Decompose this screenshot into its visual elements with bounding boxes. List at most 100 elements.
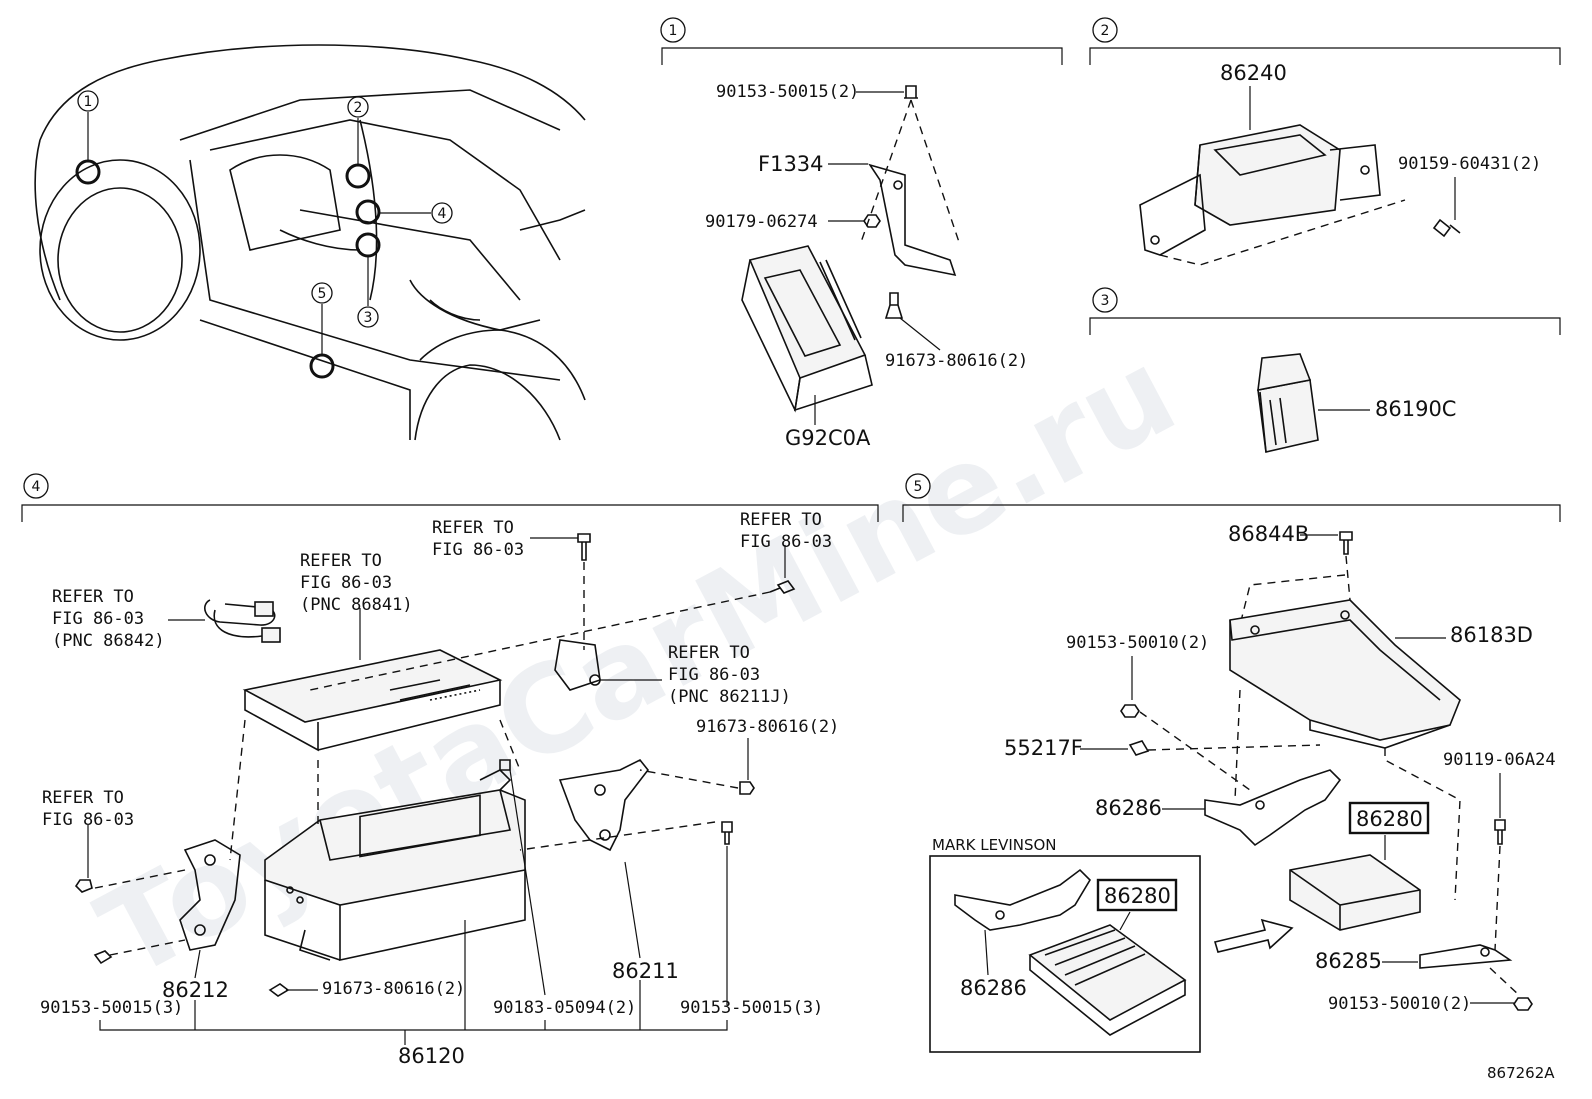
callout-5[interactable]: 5: [309, 282, 335, 379]
part-86190c[interactable]: [1257, 353, 1319, 453]
bracket-f1334[interactable]: [868, 163, 957, 277]
wire-harness[interactable]: [204, 599, 281, 643]
bracket-86286[interactable]: [1204, 769, 1342, 847]
bolt-top-4[interactable]: [577, 533, 591, 561]
amplifier-86280[interactable]: [1289, 854, 1421, 931]
label-bracket-lower: 86285: [1315, 949, 1382, 973]
callout-label-3: 3: [364, 310, 373, 326]
radio-receiver-assembly[interactable]: [264, 759, 526, 961]
callout-1[interactable]: 1: [75, 90, 101, 185]
bracket-86285[interactable]: [1419, 944, 1513, 969]
ref5-line1: REFER TO: [668, 643, 750, 663]
variant-amplifier-highlight-box: [1096, 878, 1178, 912]
bolt-left-5[interactable]: [1120, 704, 1140, 718]
callout-label-4: 4: [438, 206, 447, 222]
label-bracket: 86286: [1095, 796, 1162, 820]
section-1-number: 1: [669, 23, 678, 39]
section-4-number: 4: [32, 479, 41, 495]
callout-2[interactable]: 2: [345, 96, 371, 189]
bracket-right[interactable]: [558, 758, 650, 852]
label-part: 86190C: [1375, 397, 1456, 421]
ref3-line2: FIG 86-03: [300, 573, 392, 593]
bolt[interactable]: [1432, 218, 1461, 238]
variant-label-amplifier: 86280: [1104, 884, 1171, 908]
callout-label-5: 5: [318, 286, 327, 302]
callout-label-2: 2: [354, 100, 363, 116]
label-clip: 55217F: [1004, 736, 1083, 760]
locator-ring-5: [309, 353, 335, 379]
ref6-line1: REFER TO: [42, 788, 124, 808]
section-5-bracket: [902, 504, 1561, 522]
label-assembly: 86120: [398, 1044, 465, 1068]
label-bolt-left: 90153-50010(2): [1066, 633, 1209, 653]
bolt-top-5[interactable]: [1339, 531, 1353, 555]
ecu-86240[interactable]: [1139, 124, 1381, 256]
section-2: 2 86240 90159-60431(2): [1089, 17, 1561, 266]
variant-bracket-86286[interactable]: [954, 868, 1092, 931]
label-screw-bottom: 91673-80616(2): [322, 979, 465, 999]
watermark: ToyotaCarMine.ru: [78, 323, 1197, 1006]
bracket-left[interactable]: [179, 839, 241, 951]
callout-3[interactable]: 3: [355, 232, 381, 328]
variant-label-bracket: 86286: [960, 976, 1027, 1000]
section-2-number: 2: [1101, 23, 1110, 39]
navigation-unit[interactable]: [242, 649, 503, 752]
bolt-right-5[interactable]: [1494, 819, 1506, 845]
amplifier-highlight-box: [1348, 801, 1430, 835]
label-screw: 91673-80616(2): [885, 351, 1028, 371]
clip-55217f[interactable]: [1128, 740, 1150, 756]
section-3: 3 86190C: [1089, 287, 1561, 453]
bolt-left-4[interactable]: [74, 879, 93, 893]
module-g92c0a[interactable]: [741, 245, 873, 413]
locator-ring-2: [345, 163, 371, 189]
ref5-line2: FIG 86-03: [668, 665, 760, 685]
bolt-top[interactable]: [904, 85, 918, 99]
screw[interactable]: [884, 292, 904, 319]
label-bolt-top: 86844B: [1228, 522, 1309, 546]
label-bolt-right: 90153-50015(3): [680, 998, 823, 1018]
cover-86183d[interactable]: [1229, 599, 1461, 749]
bolt-right-bottom[interactable]: [721, 821, 733, 845]
bolt-lower-left[interactable]: [93, 950, 113, 965]
arrow-icon: [1213, 918, 1294, 953]
nut[interactable]: [863, 214, 881, 228]
section-2-bracket: [1089, 47, 1561, 65]
label-bracket: F1334: [758, 152, 824, 176]
section-3-number: 3: [1101, 293, 1110, 309]
ref2-line2: FIG 86-03: [740, 532, 832, 552]
screw-bottom-4[interactable]: [268, 983, 290, 997]
ref6-line2: FIG 86-03: [42, 810, 134, 830]
vehicle-body-outline: [34, 44, 586, 441]
label-bolt-top: 90153-50015(2): [716, 82, 859, 102]
variant-amplifier-86280[interactable]: [1028, 924, 1187, 1036]
label-bracket-right: 86211: [612, 959, 679, 983]
section-4-bracket: [21, 504, 879, 522]
variant-title: MARK LEVINSON: [932, 836, 1057, 854]
bolt-right-top[interactable]: [769, 580, 796, 594]
ref4-line2: FIG 86-03: [52, 609, 144, 629]
ref3-line3: (PNC 86841): [300, 595, 413, 615]
section-5: 5 86844B 86183D 90153-50010(2) 55217F: [902, 473, 1561, 1053]
bolt-bottom-5[interactable]: [1513, 997, 1533, 1011]
ref5-line3: (PNC 86211J): [668, 687, 791, 707]
section-1-bracket: [661, 47, 1063, 65]
callout-4[interactable]: 4: [355, 199, 453, 225]
ref4-line1: REFER TO: [52, 587, 134, 607]
label-amplifier: 86280: [1356, 807, 1423, 831]
diagram-code: 867262A: [1487, 1064, 1555, 1082]
assembly-bracket-line: [99, 920, 728, 1045]
mark-levinson-variant: MARK LEVINSON 86280 86286: [929, 836, 1201, 1053]
screw-right-4[interactable]: [739, 781, 755, 795]
section-1: 1 90153-50015(2) F1334 9: [660, 17, 1063, 450]
